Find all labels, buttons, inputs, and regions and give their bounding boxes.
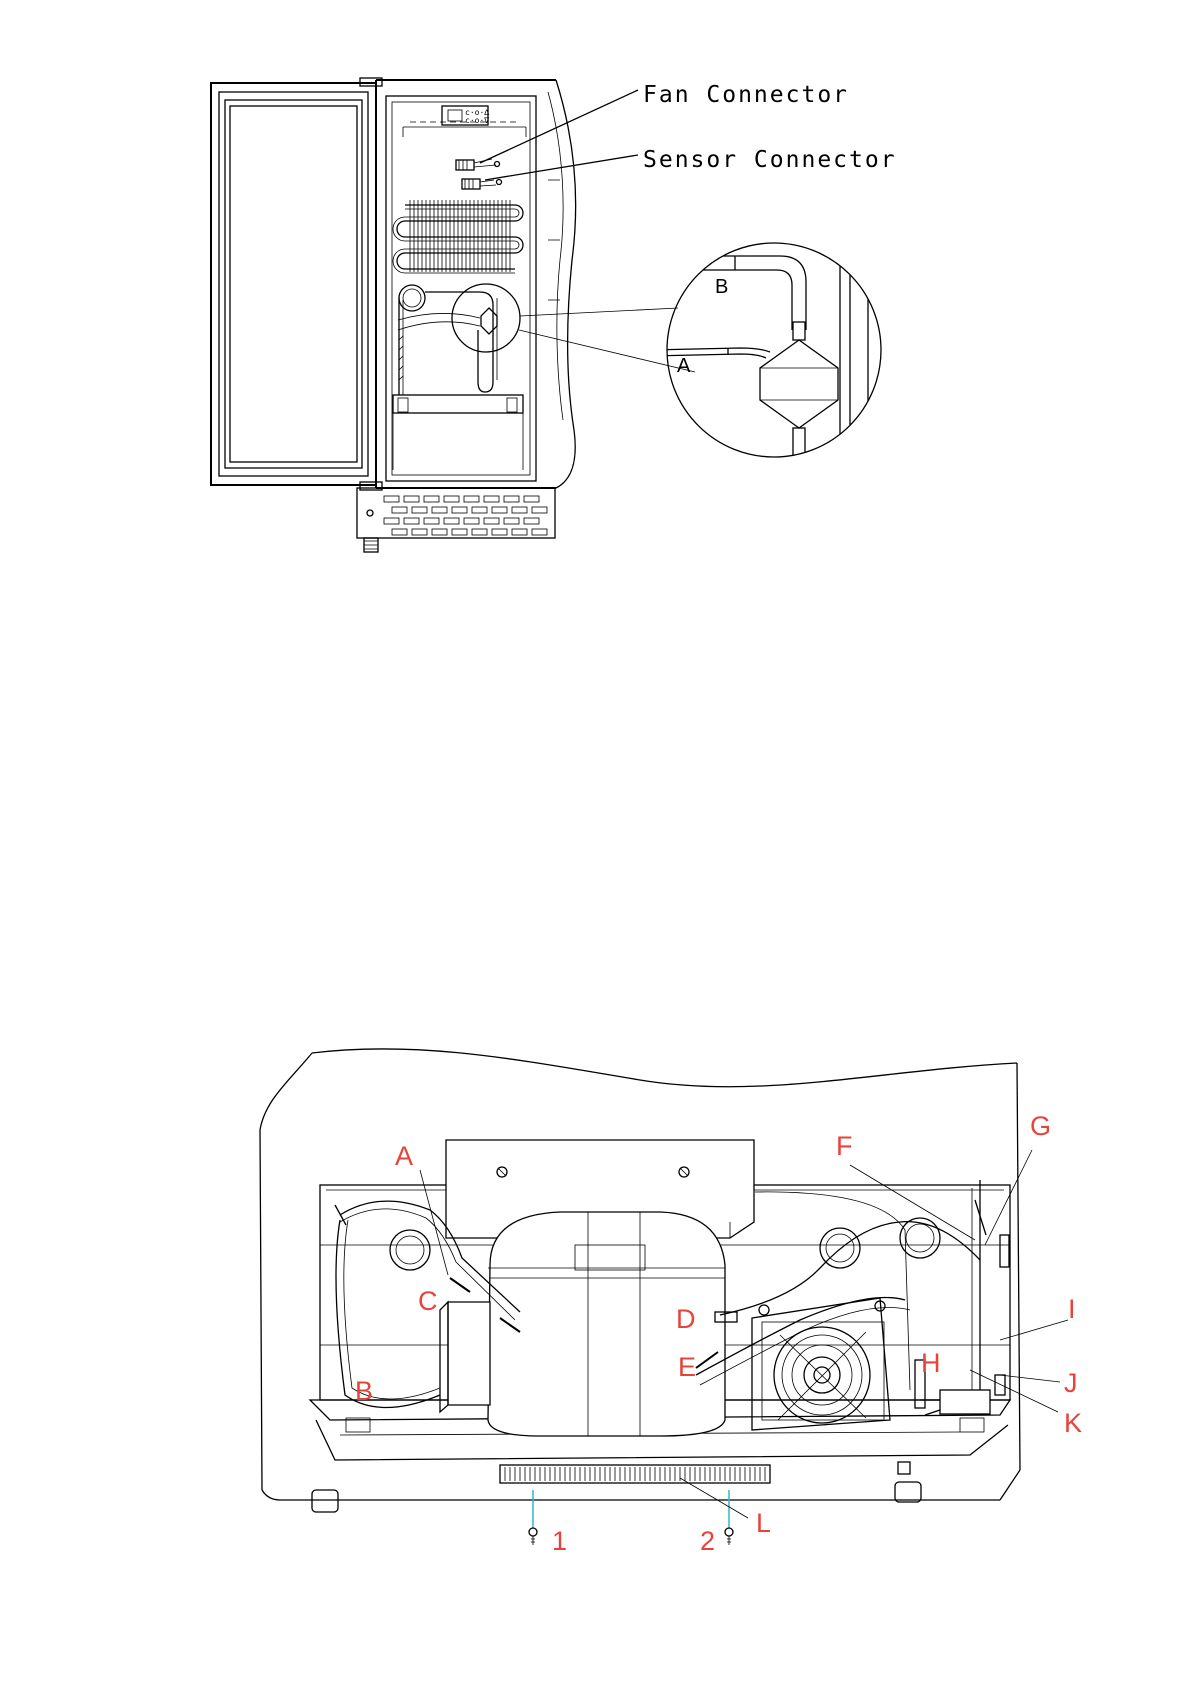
label-e: E: [678, 1352, 696, 1382]
leader-l: [680, 1478, 748, 1518]
leader-g: [985, 1150, 1032, 1245]
label-a: A: [395, 1141, 413, 1171]
screw-1: [529, 1490, 537, 1545]
fan-connector-label: Fan Connector: [643, 82, 849, 108]
leader-a: [420, 1170, 448, 1275]
label-screw-2: 2: [700, 1526, 715, 1556]
label-j: J: [1064, 1368, 1078, 1398]
cabinet-body: c·o·∆ c·o·∇: [376, 80, 576, 488]
evaporator-coil: [393, 200, 523, 273]
screw-2: [725, 1490, 733, 1545]
cabinet-front-view: c·o·∆ c·o·∇: [211, 78, 897, 552]
front-vent-grille: [500, 1462, 910, 1483]
sensor-connector-plug: [462, 179, 502, 189]
label-b: B: [355, 1376, 373, 1406]
label-k: K: [1064, 1408, 1082, 1438]
svg-text:c·o·∇: c·o·∇: [465, 116, 489, 125]
condenser-fan: [752, 1298, 890, 1430]
compressor-compartment-view: A B C D E F G H I J K L 1 2: [260, 1049, 1082, 1556]
sensor-connector-leader: [485, 155, 638, 180]
cabinet-tubing: [393, 284, 523, 470]
sensor-connector-label: Sensor Connector: [643, 147, 897, 173]
label-h: H: [921, 1348, 941, 1378]
leader-j: [1000, 1375, 1060, 1382]
drier-detail-magnifier: B A: [650, 243, 881, 460]
label-i: I: [1068, 1294, 1076, 1324]
label-screw-1: 1: [552, 1526, 567, 1556]
detail-label-b: B: [715, 276, 728, 298]
label-d: D: [676, 1304, 696, 1334]
detail-label-a: A: [677, 355, 691, 377]
open-door: [211, 78, 382, 490]
leader-f: [850, 1165, 975, 1240]
base-grille: [357, 488, 555, 552]
fan-connector-plug: [456, 159, 500, 170]
label-f: F: [836, 1131, 853, 1161]
label-g: G: [1030, 1111, 1051, 1141]
fan-connector-leader: [480, 90, 638, 163]
label-c: C: [418, 1286, 438, 1316]
label-l: L: [756, 1508, 771, 1538]
